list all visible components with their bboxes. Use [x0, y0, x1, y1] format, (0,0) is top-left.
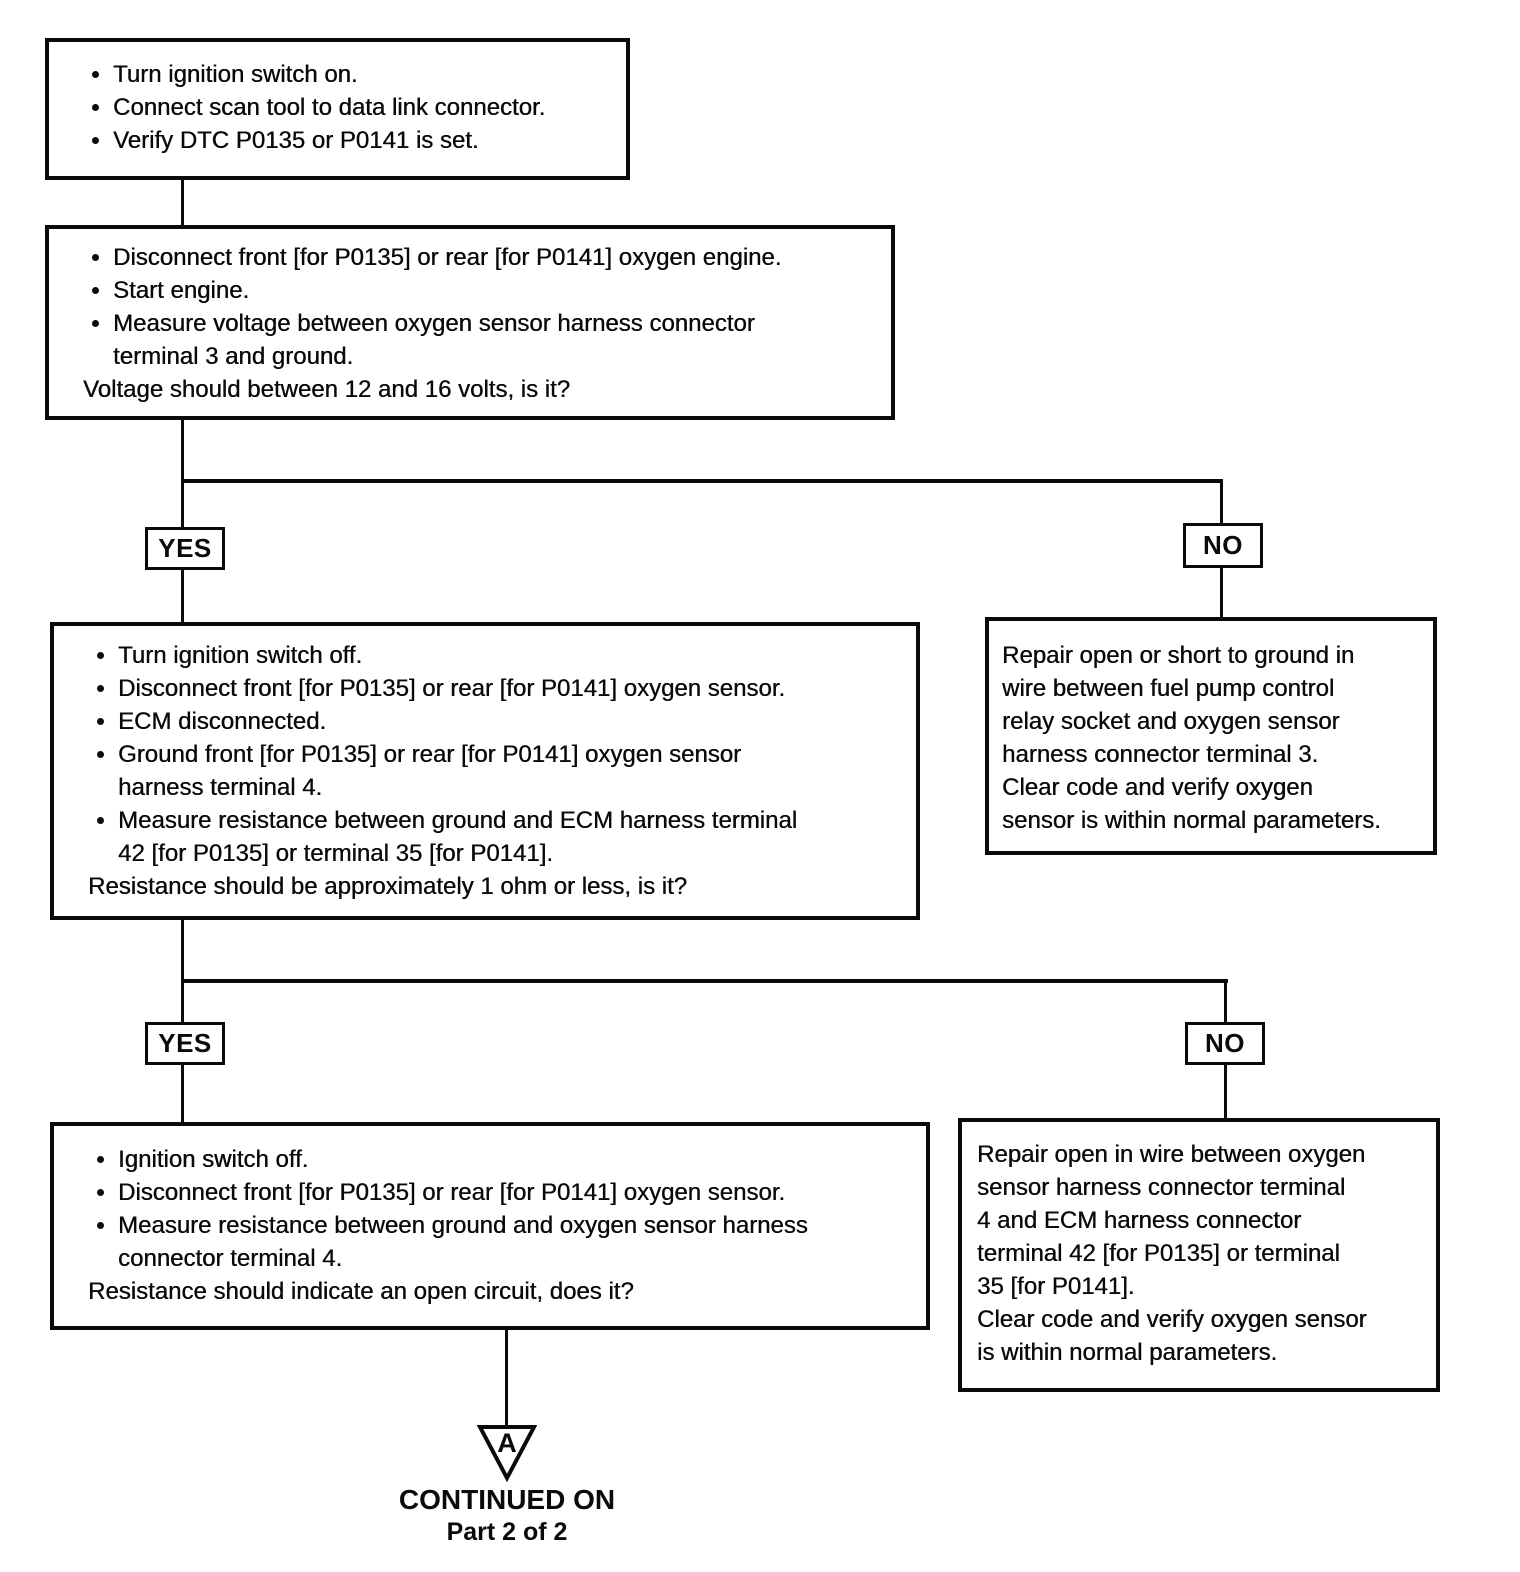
connector-line [181, 570, 184, 622]
bullet-text: Verify DTC P0135 or P0141 is set. [113, 127, 479, 154]
bullet-item: Disconnect front [for P0135] or rear [fo… [118, 1176, 914, 1209]
no-label-text: NO [1203, 530, 1243, 560]
bullet-text: 42 [for P0135] or terminal 35 [for P0141… [118, 840, 553, 867]
bullet-item: Measure resistance between ground and ox… [118, 1209, 914, 1275]
bullet-text: Turn ignition switch off. [118, 642, 363, 669]
bullet-text: Turn ignition switch on. [113, 61, 358, 88]
bullet-text: harness terminal 4. [118, 774, 323, 801]
repair-text-line: Clear code and verify oxygen [1002, 774, 1313, 801]
connector-line [181, 1065, 184, 1122]
repair-text-line: Repair open or short to ground in [1002, 642, 1355, 669]
no-label-2: NO [1185, 1022, 1265, 1065]
step-box-voltage-test: Disconnect front [for P0135] or rear [fo… [45, 225, 895, 420]
repair-text-line: sensor is within normal parameters. [1002, 807, 1381, 834]
repair-box-wire-terminal-4: Repair open in wire between oxygen senso… [958, 1118, 1440, 1392]
question-text: Resistance should be approximately 1 ohm… [88, 873, 687, 900]
yes-label-1: YES [145, 527, 225, 570]
bullet-list: Ignition switch off. Disconnect front [f… [66, 1143, 914, 1275]
repair-text-line: wire between fuel pump control [1002, 675, 1335, 702]
bullet-text: Measure voltage between oxygen sensor ha… [113, 310, 755, 337]
bullet-list: Turn ignition switch off. Disconnect fro… [66, 639, 904, 870]
bullet-text: Measure resistance between ground and EC… [118, 807, 798, 834]
bullet-item: Verify DTC P0135 or P0141 is set. [113, 124, 614, 157]
bullet-item: Start engine. [113, 274, 879, 307]
repair-text-line: terminal 42 [for P0135] or terminal [977, 1240, 1340, 1267]
connector-line [1220, 568, 1223, 617]
bullet-item: Ground front [for P0135] or rear [for P0… [118, 738, 904, 804]
connector-line [1224, 981, 1227, 1022]
repair-text-line: sensor harness connector terminal [977, 1174, 1346, 1201]
bullet-text: Start engine. [113, 277, 250, 304]
bullet-text: Disconnect front [for P0135] or rear [fo… [113, 244, 782, 271]
no-label-text: NO [1205, 1028, 1245, 1058]
bullet-text: Disconnect front [for P0135] or rear [fo… [118, 675, 786, 702]
off-page-connector-a: A [477, 1425, 537, 1482]
bullet-item: Measure voltage between oxygen sensor ha… [113, 307, 879, 373]
step-box-open-circuit-test: Ignition switch off. Disconnect front [f… [50, 1122, 930, 1330]
bullet-item: Ignition switch off. [118, 1143, 914, 1176]
repair-text-line: is within normal parameters. [977, 1339, 1278, 1366]
yes-label-text: YES [158, 1028, 212, 1058]
repair-text-line: relay socket and oxygen sensor [1002, 708, 1340, 735]
bullet-text: Ignition switch off. [118, 1146, 309, 1173]
bullet-text: Ground front [for P0135] or rear [for P0… [118, 741, 742, 768]
connector-line [505, 1330, 508, 1427]
triangle-connector-shape [477, 1425, 537, 1482]
connector-line [1224, 1065, 1227, 1118]
bullet-text: connector terminal 4. [118, 1245, 343, 1272]
bullet-item: Measure resistance between ground and EC… [118, 804, 904, 870]
repair-text-line: 35 [for P0141]. [977, 1273, 1135, 1300]
yes-label-text: YES [158, 533, 212, 563]
repair-text-line: 4 and ECM harness connector [977, 1207, 1302, 1234]
bullet-item: Connect scan tool to data link connector… [113, 91, 614, 124]
step-box-resistance-test: Turn ignition switch off. Disconnect fro… [50, 622, 920, 920]
bullet-text: Connect scan tool to data link connector… [113, 94, 546, 121]
repair-text-line: Repair open in wire between oxygen [977, 1141, 1366, 1168]
repair-text-line: harness connector terminal 3. [1002, 741, 1319, 768]
bullet-item: Disconnect front [for P0135] or rear [fo… [118, 672, 904, 705]
yes-label-2: YES [145, 1022, 225, 1065]
bullet-item: Turn ignition switch on. [113, 58, 614, 91]
connector-line [1220, 481, 1223, 523]
bullet-list: Turn ignition switch on. Connect scan to… [61, 58, 614, 157]
connector-line [181, 479, 1223, 483]
bullet-text: Measure resistance between ground and ox… [118, 1212, 808, 1239]
question-text: Voltage should between 12 and 16 volts, … [83, 376, 571, 403]
bullet-item: ECM disconnected. [118, 705, 904, 738]
step-box-verify-dtc: Turn ignition switch on. Connect scan to… [45, 38, 630, 180]
repair-box-wire-terminal-3: Repair open or short to ground in wire b… [985, 617, 1437, 855]
continued-on-line2: Part 2 of 2 [446, 1518, 568, 1546]
bullet-list: Disconnect front [for P0135] or rear [fo… [61, 241, 879, 373]
bullet-text: Disconnect front [for P0135] or rear [fo… [118, 1179, 786, 1206]
no-label-1: NO [1183, 523, 1263, 568]
connector-line [181, 979, 1228, 983]
question-text: Resistance should indicate an open circu… [88, 1278, 634, 1305]
connector-letter: A [497, 1428, 517, 1458]
bullet-item: Turn ignition switch off. [118, 639, 904, 672]
connector-line [181, 920, 184, 1022]
continued-on-line1: CONTINUED ON [398, 1484, 616, 1515]
connector-line [181, 180, 184, 225]
repair-text-line: Clear code and verify oxygen sensor [977, 1306, 1367, 1333]
continued-on-text: CONTINUED ON Part 2 of 2 [378, 1484, 636, 1548]
connector-line [181, 420, 184, 527]
bullet-item: Disconnect front [for P0135] or rear [fo… [113, 241, 879, 274]
bullet-text: terminal 3 and ground. [113, 343, 354, 370]
bullet-text: ECM disconnected. [118, 708, 327, 735]
